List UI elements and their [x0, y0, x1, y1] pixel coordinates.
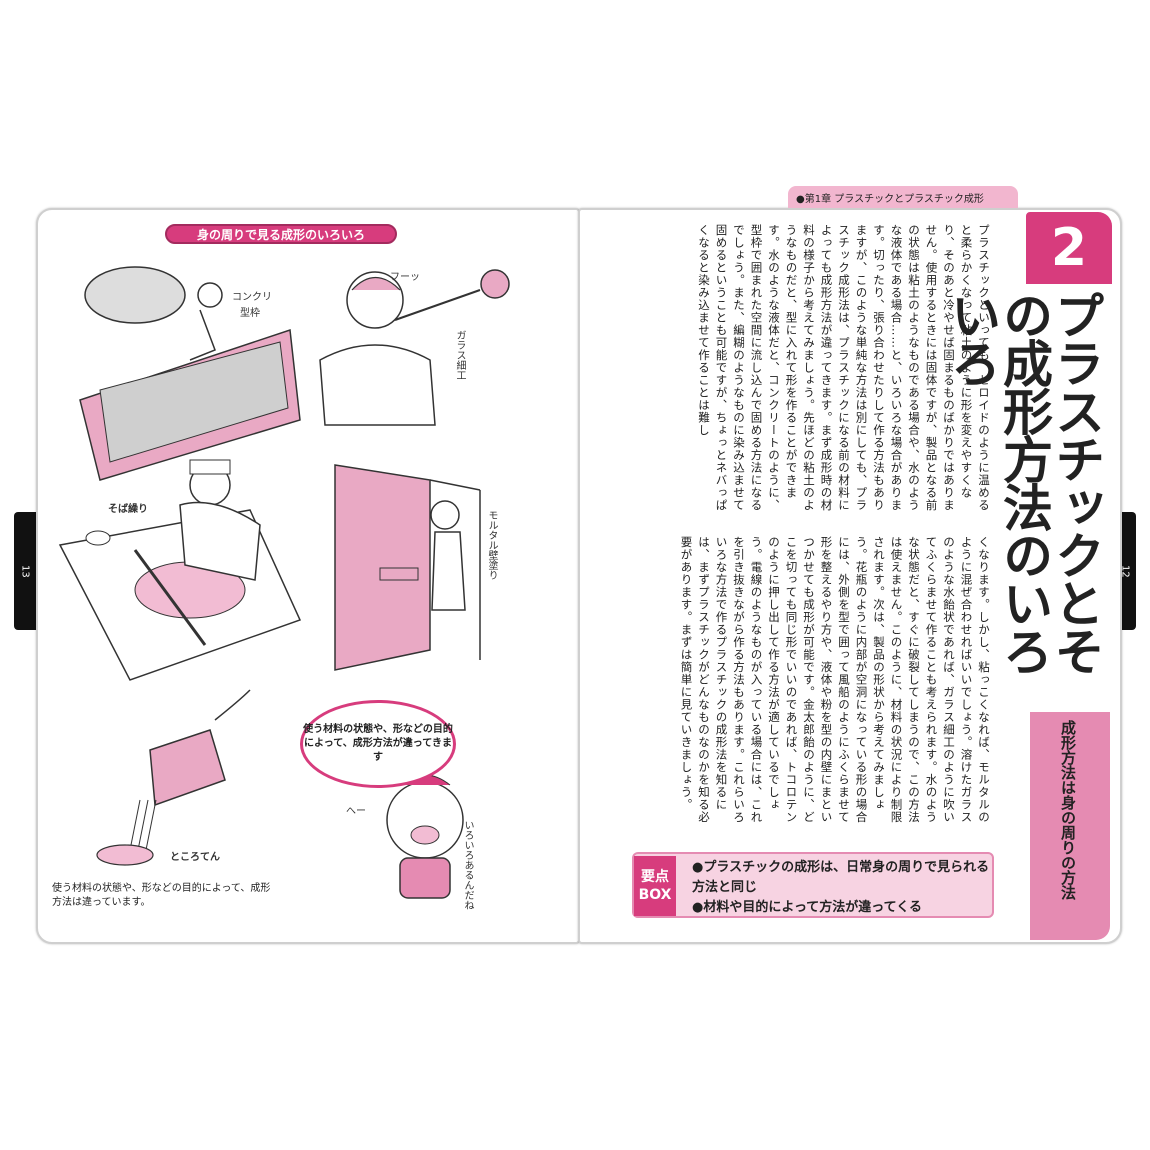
- label-concrete: コンクリ: [232, 292, 272, 303]
- label-he: へー: [346, 806, 366, 817]
- illustrations: [58, 266, 510, 899]
- body-text-lower: くなります。しかし、粘っこくなれば、モルタルのように混ぜ合わせればいいでしょう。…: [679, 536, 992, 824]
- speech-bubble: 使う材料の状態や、形などの目的によって、成形方法が違ってきます: [300, 700, 456, 788]
- concrete-illustration: [79, 266, 301, 481]
- pig-mascot-illustration: [386, 774, 464, 899]
- label-soba: そば繰り: [108, 504, 148, 515]
- label-formwork: 型枠: [240, 308, 260, 319]
- soba-illustration: [58, 459, 302, 681]
- mortar-illustration: [334, 464, 481, 671]
- section-number: 2: [1026, 212, 1112, 284]
- label-mortar: モルタル壁塗り: [486, 510, 497, 580]
- key-points-label: 要点 BOX: [634, 856, 676, 916]
- key-points-box: [632, 852, 994, 918]
- key-point-item: ●プラスチックの成形は、日常身の周りで見られる方法と同じ: [692, 860, 990, 895]
- figure-caption: 使う材料の状態や、形などの目的によって、成形方法は違っています。: [52, 883, 271, 908]
- label-blow: フーッ: [390, 272, 420, 283]
- figure-title: 身の周りで見る成形のいろいろ: [165, 224, 397, 244]
- page-number-left: 13: [14, 512, 36, 630]
- label-glass: ガラス細工: [454, 330, 465, 380]
- page-title: プラスチックとその成形方法のいろいろ: [943, 290, 1105, 674]
- body-text-upper: プラスチックといっても、セロイドのように温めると柔らかくなって粘土のように形を変…: [697, 224, 991, 512]
- subtitle-band: [1030, 712, 1110, 940]
- page-subtitle: 成形方法は身の周りの方法: [1059, 720, 1077, 900]
- key-point-item: ●材料や目的によって方法が違ってくる: [692, 900, 923, 915]
- label-iroiro: いろいろあるんだね: [462, 820, 473, 910]
- key-points-list: ●プラスチックの成形は、日常身の周りで見られる方法と同じ ●材料や目的によって方…: [692, 858, 992, 918]
- label-tokoroten: ところてん: [170, 852, 220, 863]
- glassblower-illustration: [319, 269, 510, 426]
- chapter-header: ●第1章 プラスチックとプラスチック成形: [788, 186, 1018, 208]
- tokoroten-illustration: [96, 689, 251, 866]
